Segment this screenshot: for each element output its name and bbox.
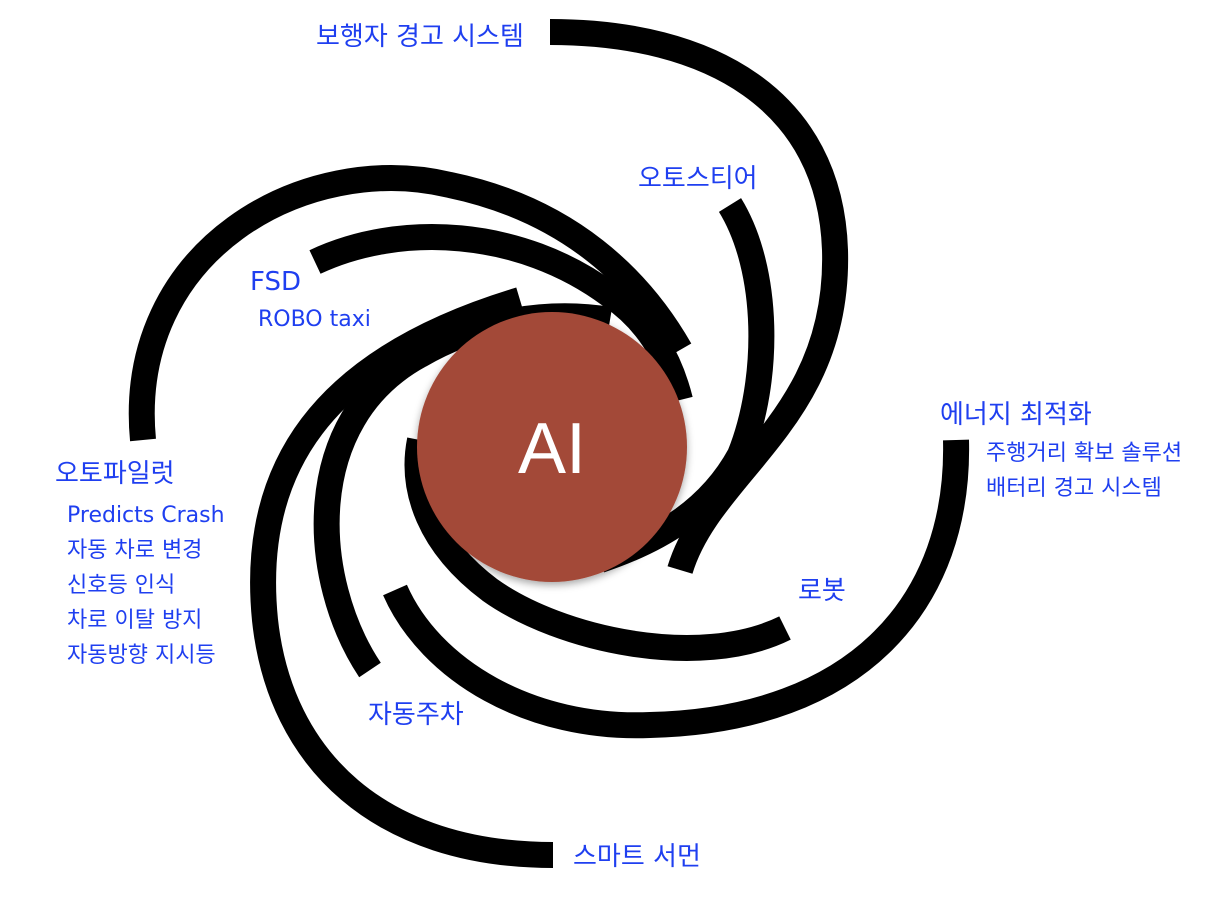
autopilot-item: Predicts Crash: [67, 503, 225, 528]
spiral-arm-autosteer: [595, 198, 775, 573]
label-energy-optimization: 에너지 최적화: [940, 400, 1092, 430]
label-robot: 로봇: [798, 576, 846, 606]
label-autopilot: 오토파일럿: [55, 459, 175, 489]
autopilot-item: 자동 차로 변경: [67, 538, 203, 563]
spiral-arm-smart-summon: [250, 287, 554, 868]
autopilot-items: Predicts Crash 자동 차로 변경 신호등 인식 차로 이탈 방지 …: [67, 498, 225, 673]
label-robotaxi: ROBO taxi: [258, 307, 371, 332]
ai-center-label: AI: [518, 409, 586, 489]
label-autosteer: 오토스티어: [638, 164, 758, 194]
autopilot-item: 자동방향 지시등: [67, 643, 216, 668]
spiral-arm-fsd: [309, 224, 693, 404]
label-fsd: FSD: [250, 267, 302, 297]
energy-item: 배터리 경고 시스템: [986, 476, 1162, 501]
autopilot-item: 차로 이탈 방지: [67, 608, 203, 633]
spiral-arm-robot: [404, 437, 791, 661]
energy-items: 주행거리 확보 솔루션 배터리 경고 시스템: [986, 436, 1182, 506]
energy-item: 주행거리 확보 솔루션: [986, 441, 1183, 466]
label-autopark: 자동주차: [368, 700, 464, 730]
spiral-arm-autopilot: [128, 165, 692, 442]
label-smart-summon: 스마트 서먼: [573, 842, 701, 872]
autopilot-item: 신호등 인식: [67, 573, 176, 598]
label-pedestrian-warning: 보행자 경고 시스템: [316, 22, 524, 52]
ai-center-circle: [417, 312, 687, 582]
spiral-arm-energy: [383, 439, 970, 739]
